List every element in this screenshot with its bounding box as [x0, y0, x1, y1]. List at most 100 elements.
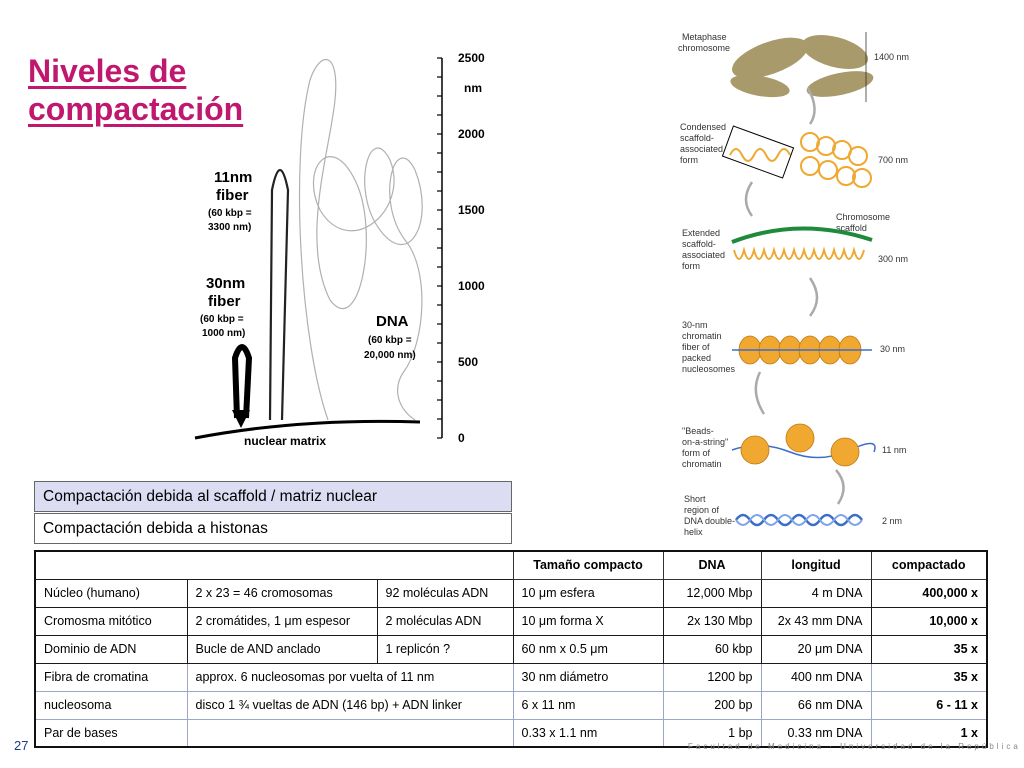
row-size: 10 μm forma X: [512, 606, 664, 636]
fiber30-title1: 30nm: [206, 275, 245, 292]
row-dna: 60 kbp: [662, 634, 762, 664]
fiber30-label5: nucleosomes: [682, 364, 736, 374]
row-description: 2 cromátides, 1 μm espesor: [186, 606, 378, 636]
row-size: 30 nm diámetro: [512, 662, 664, 692]
fiber30-label1: 30-nm: [682, 320, 708, 330]
scaffold-compaction-bar: Compactación debida al scaffold / matriz…: [34, 481, 512, 512]
fiber30-detail2: 1000 nm): [202, 328, 245, 339]
row-length: 2x 43 mm DNA: [760, 606, 872, 636]
row-description: Bucle de AND anclado: [186, 634, 378, 664]
fiber11-detail1: (60 kbp =: [208, 208, 252, 219]
row-level: Dominio de ADN: [34, 634, 188, 664]
beads-nucleosomes: [740, 423, 860, 467]
row-description: 2 x 23 = 46 cromosomas: [186, 578, 378, 608]
metaphase-chromosome: [730, 35, 874, 98]
extended-label3: associated: [682, 250, 725, 260]
scaffold-label1: Chromosome: [836, 212, 890, 222]
metaphase-label1: Metaphase: [682, 32, 727, 42]
fiber-30nm-arrowhead: [232, 410, 250, 428]
extended-label2: scaffold-: [682, 239, 716, 249]
header-compactado: compactado: [870, 550, 988, 580]
scaffold-label2: scaffold: [836, 223, 867, 233]
condensed-label3: associated: [680, 144, 723, 154]
condensed-zoom-box: [721, 125, 795, 179]
dna-helix-a: [734, 513, 864, 527]
scale-minor-ticks: [437, 57, 442, 439]
row-level: nucleosoma: [34, 690, 188, 720]
scale-tick-1000: 1000: [458, 279, 485, 293]
short-label4: helix: [684, 527, 703, 537]
row-size: 6 x 11 nm: [512, 690, 664, 720]
row-dna: 200 bp: [662, 690, 762, 720]
nuclear-matrix-arc: [194, 419, 421, 440]
header-tamano: Tamaño compacto: [512, 550, 664, 580]
row-molecules: 2 moléculas ADN: [376, 606, 514, 636]
dna-detail2: 20,000 nm): [364, 350, 416, 361]
row-compaction: 10,000 x: [870, 606, 988, 636]
dna-detail1: (60 kbp =: [368, 335, 412, 346]
table-row: Cromosma mitótico 2 cromátides, 1 μm esp…: [34, 606, 988, 636]
scale-tick-2000: 2000: [458, 127, 485, 141]
row-description: approx. 6 nucleosomas por vuelta of 11 n…: [186, 662, 514, 692]
row-level: Núcleo (humano): [34, 578, 188, 608]
level-arrows: [744, 87, 845, 505]
size-11nm: 11 nm: [882, 445, 906, 455]
row-size: 60 nm x 0.5 μm: [512, 634, 664, 664]
row-length: 400 nm DNA: [760, 662, 872, 692]
size-2nm: 2 nm: [882, 516, 902, 526]
fiber11-title1: 11nm: [214, 169, 252, 186]
row-size: 10 μm esfera: [512, 578, 664, 608]
condensed-scaffold-form: [729, 132, 872, 188]
table-row: nucleosoma disco 1 ¾ vueltas de ADN (146…: [34, 690, 988, 720]
size-300nm: 300 nm: [878, 254, 908, 264]
fiber11-title2: fiber: [216, 187, 249, 204]
beads-label1: "Beads-: [682, 426, 714, 436]
row-level: Cromosma mitótico: [34, 606, 188, 636]
beads-label2: on-a-string": [682, 437, 728, 447]
row-length: 0.33 nm DNA: [760, 718, 872, 748]
table-row: Fibra de cromatina approx. 6 nucleosomas…: [34, 662, 988, 692]
metaphase-label2: chromosome: [678, 43, 730, 53]
fiber30-detail1: (60 kbp =: [200, 314, 244, 325]
table-row: Dominio de ADN Bucle de AND anclado 1 re…: [34, 634, 988, 664]
scale-tick-1500: 1500: [458, 203, 485, 217]
fiber30-title2: fiber: [208, 293, 241, 310]
row-dna: 1200 bp: [662, 662, 762, 692]
scale-tick-0: 0: [458, 431, 465, 445]
size-700nm: 700 nm: [878, 155, 908, 165]
row-length: 20 μm DNA: [760, 634, 872, 664]
condensed-label4: form: [680, 155, 698, 165]
extended-label1: Extended: [682, 228, 720, 238]
dna-helix-b: [735, 514, 863, 526]
page-number: 27: [14, 738, 29, 753]
row-description: disco 1 ¾ vueltas de ADN (146 bp) + ADN …: [186, 690, 514, 720]
row-level: Par de bases: [34, 718, 188, 748]
dna-title: DNA: [376, 313, 409, 330]
histone-compaction-bar: Compactación debida a histonas: [34, 513, 512, 544]
header-dna: DNA: [662, 550, 762, 580]
compaction-table: Tamaño compacto DNA longitud compactado …: [34, 550, 988, 748]
row-compaction: 35 x: [870, 662, 988, 692]
scale-tick-500: 500: [458, 355, 478, 369]
slide-title: Niveles de compactación: [28, 53, 244, 127]
row-size: 0.33 x 1.1 nm: [512, 718, 664, 748]
dna-loop: [298, 58, 423, 421]
scale-unit: nm: [464, 81, 482, 95]
header-longitud: longitud: [760, 550, 872, 580]
short-label3: DNA double-: [684, 516, 735, 526]
row-level: Fibra de cromatina: [34, 662, 188, 692]
condensed-label1: Condensed: [680, 122, 726, 132]
short-label1: Short: [684, 494, 706, 504]
slide-footer: Facultad de Medicina · Universidad de la…: [688, 742, 1021, 751]
table-row: Núcleo (humano) 2 x 23 = 46 cromosomas 9…: [34, 578, 988, 608]
condensed-label2: scaffold-: [680, 133, 714, 143]
row-compaction: 400,000 x: [870, 578, 988, 608]
compaction-scale-figure: 11nm fiber (60 kbp = 3300 nm) 30nm fiber…: [194, 51, 485, 448]
size-30nm: 30 nm: [880, 344, 905, 354]
fiber30-label2: chromatin: [682, 331, 722, 341]
matrix-label: nuclear matrix: [244, 434, 326, 448]
short-label2: region of: [684, 505, 720, 515]
row-dna: 1 bp: [662, 718, 762, 748]
row-compaction: 1 x: [870, 718, 988, 748]
fiber11-detail2: 3300 nm): [208, 222, 251, 233]
